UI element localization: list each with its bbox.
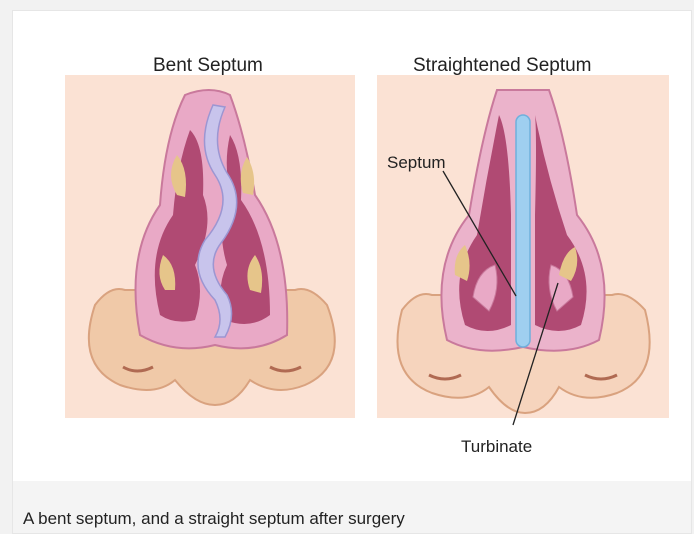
figure-caption: A bent septum, and a straight septum aft…: [23, 509, 405, 529]
bent-septum-title: Bent Septum: [153, 55, 263, 77]
straightened-septum-title: Straightened Septum: [413, 55, 592, 77]
septum-label: Septum: [387, 153, 446, 173]
figure-card: Bent Septum Straightened Septum: [12, 10, 692, 534]
straightened-septum-illustration: [377, 75, 669, 418]
figure-caption-bar: A bent septum, and a straight septum aft…: [13, 481, 691, 533]
turbinate-label: Turbinate: [461, 437, 532, 457]
bent-septum-illustration: [65, 75, 355, 418]
